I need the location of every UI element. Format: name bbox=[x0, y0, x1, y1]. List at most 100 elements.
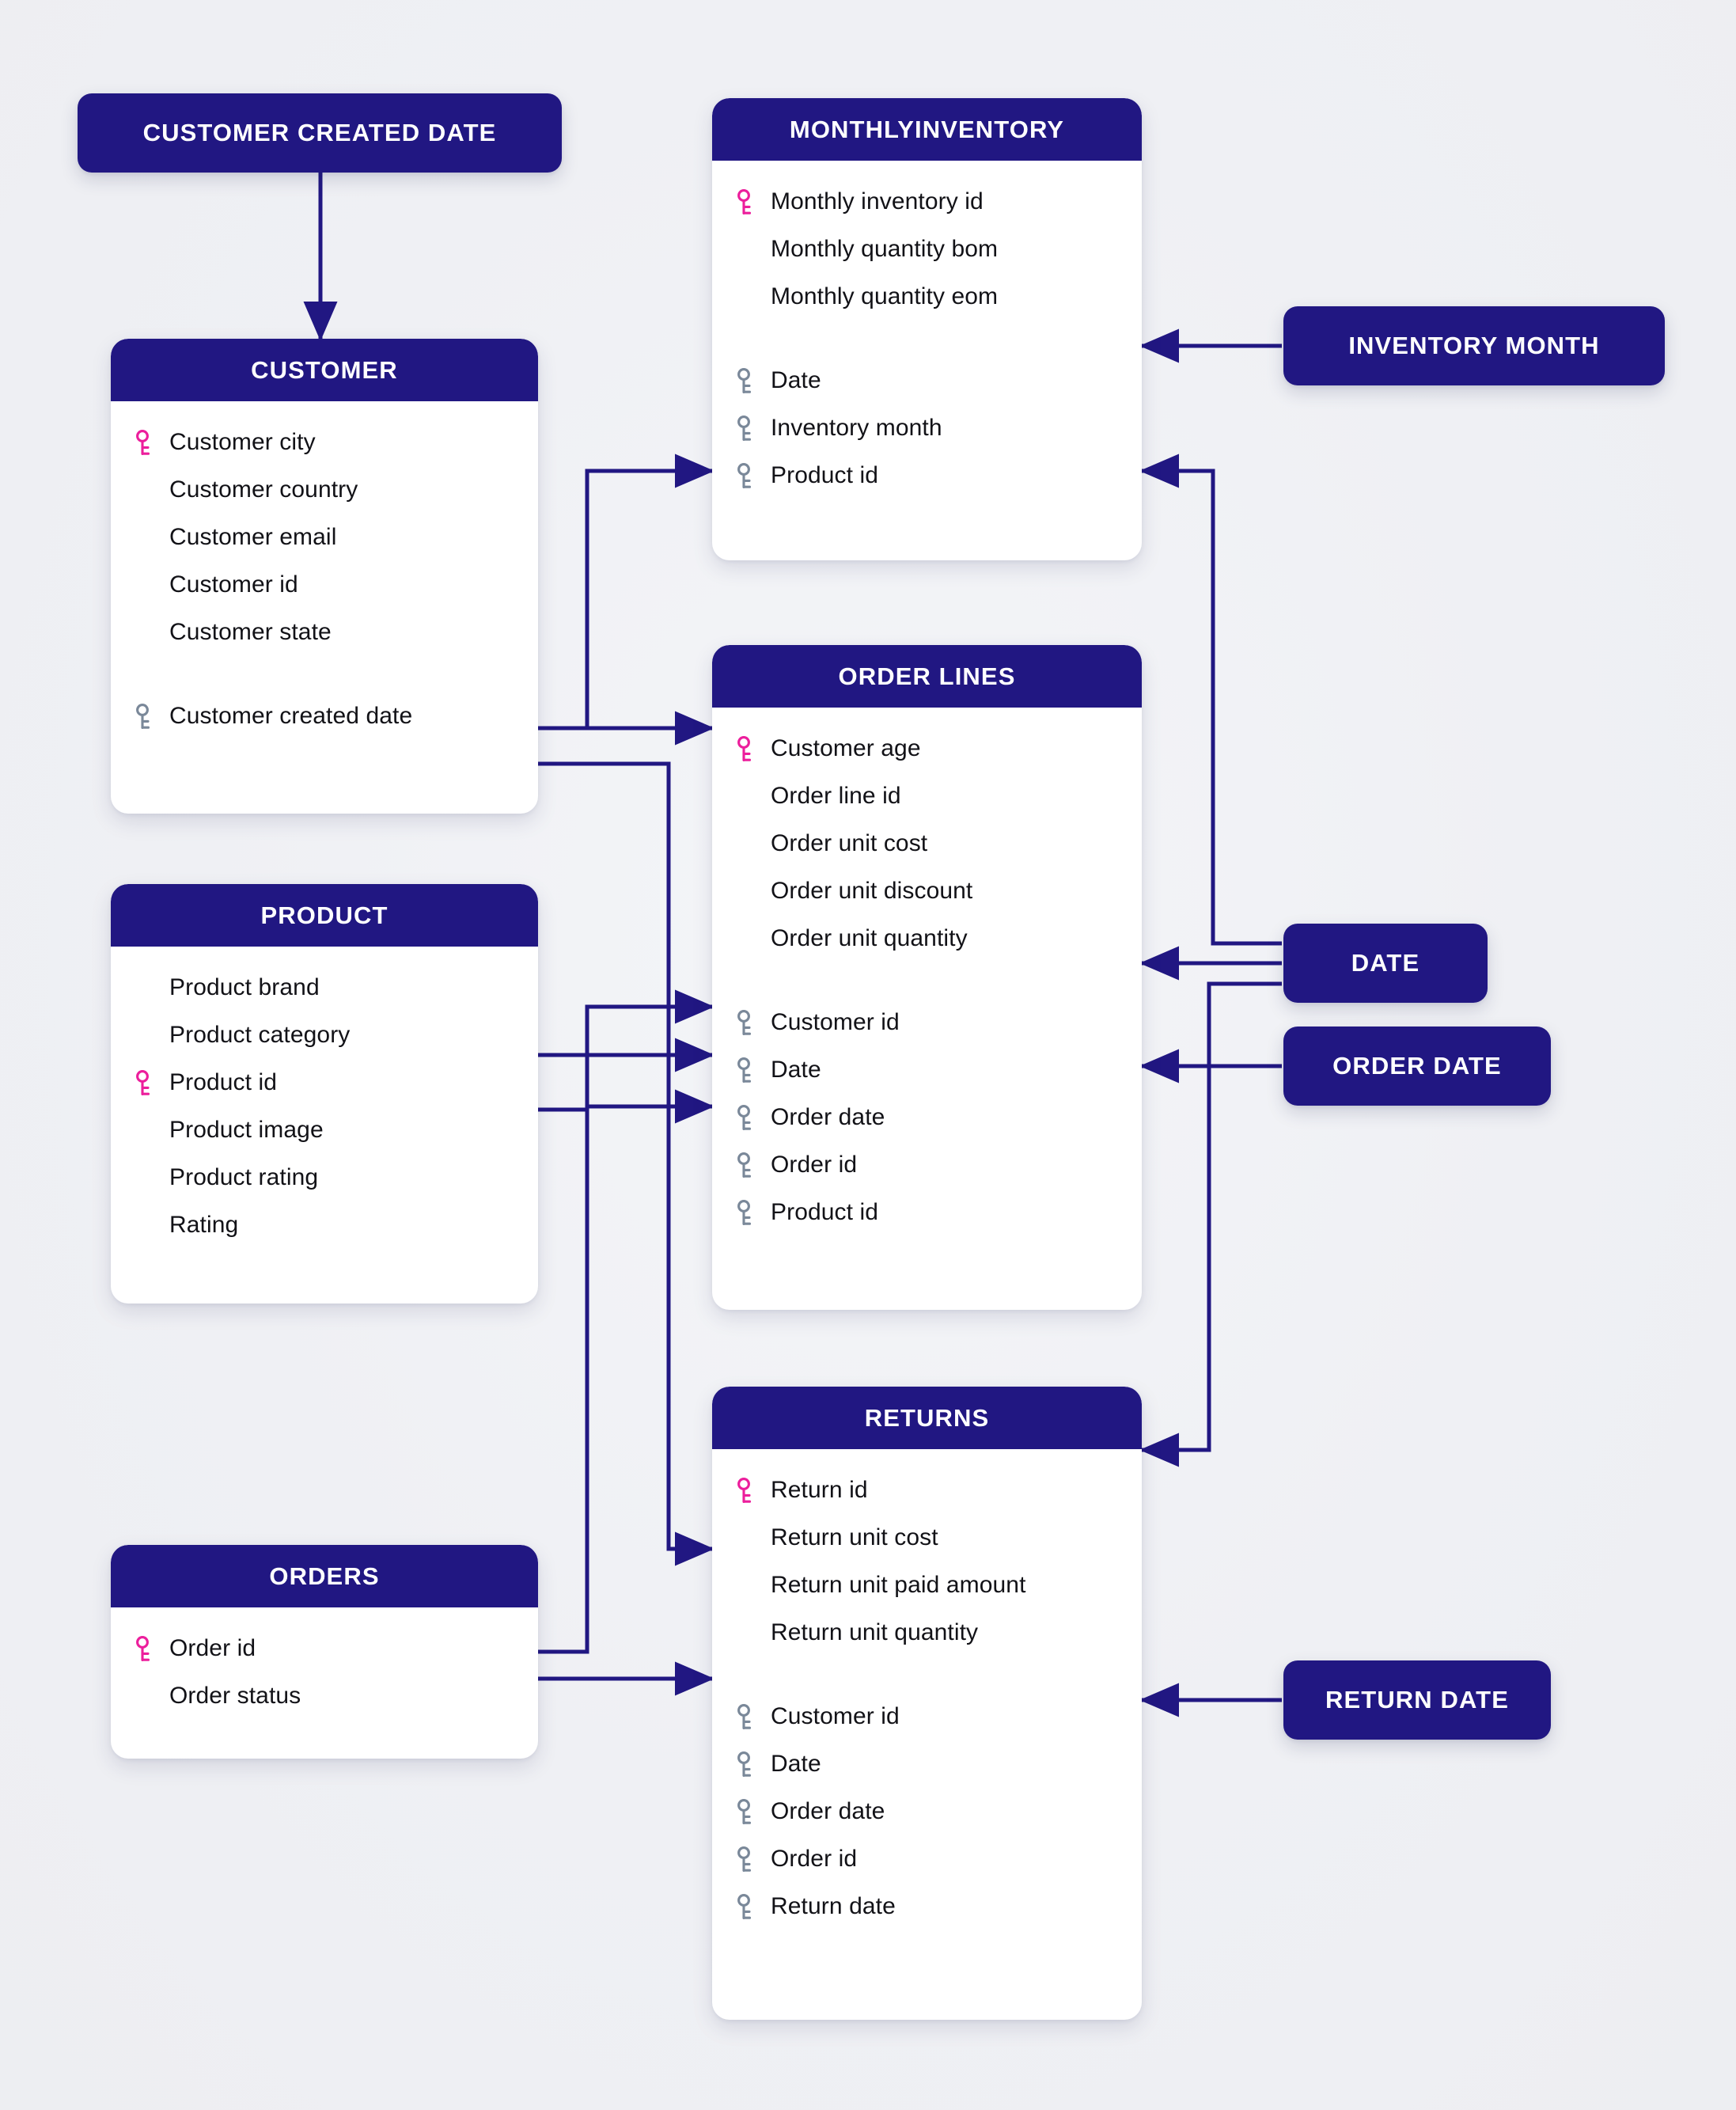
entity-field-row[interactable]: Date bbox=[712, 1740, 1142, 1788]
entity-field-row[interactable]: Customer age bbox=[712, 725, 1142, 772]
pill-inventory-month[interactable]: INVENTORY MONTH bbox=[1283, 306, 1665, 385]
pill-label: DATE bbox=[1351, 949, 1420, 977]
entity-field-label: Order unit cost bbox=[771, 830, 928, 856]
foreign-key-icon bbox=[734, 415, 771, 442]
field-group-separator bbox=[712, 962, 1142, 999]
entity-field-row[interactable]: Product id bbox=[712, 1189, 1142, 1236]
entity-field-row[interactable]: Return unit paid amount bbox=[712, 1562, 1142, 1609]
wire-product-orderlines-productid bbox=[538, 1089, 715, 1124]
foreign-key-icon bbox=[734, 1009, 771, 1036]
entity-field-row[interactable]: Order status bbox=[111, 1672, 538, 1720]
wire-orders-returns bbox=[538, 989, 715, 1654]
entity-field-row[interactable]: Customer state bbox=[111, 609, 538, 656]
entity-field-row[interactable]: Order date bbox=[712, 1094, 1142, 1141]
pill-customer-created-date[interactable]: CUSTOMER CREATED DATE bbox=[78, 93, 562, 173]
foreign-key-icon bbox=[734, 1751, 771, 1778]
entity-field-row[interactable]: Date bbox=[712, 357, 1142, 404]
entity-field-row[interactable]: Customer id bbox=[111, 561, 538, 609]
wire-date-returns bbox=[1139, 981, 1282, 1467]
entity-field-row[interactable]: Date bbox=[712, 1046, 1142, 1094]
wire-date-monthlyinventory bbox=[1139, 453, 1282, 946]
entity-field-row[interactable]: Order id bbox=[712, 1141, 1142, 1189]
entity-field-label: Order line id bbox=[771, 783, 901, 809]
entity-field-label: Product brand bbox=[169, 974, 320, 1000]
entity-field-label: Order status bbox=[169, 1683, 301, 1709]
entity-field-row[interactable]: Return date bbox=[712, 1883, 1142, 1930]
pill-label: ORDER DATE bbox=[1332, 1052, 1502, 1080]
entity-title: ORDER LINES bbox=[712, 645, 1142, 708]
entity-field-label: Customer city bbox=[169, 429, 316, 455]
entity-field-label: Return unit quantity bbox=[771, 1619, 979, 1645]
entity-field-row[interactable]: Monthly quantity bom bbox=[712, 226, 1142, 273]
entity-field-row[interactable]: Customer id bbox=[712, 999, 1142, 1046]
pill-return-date[interactable]: RETURN DATE bbox=[1283, 1660, 1551, 1740]
entity-field-row[interactable]: Order unit discount bbox=[712, 867, 1142, 915]
entity-field-row[interactable]: Customer created date bbox=[111, 693, 538, 740]
foreign-key-icon bbox=[734, 1104, 771, 1131]
entity-field-label: Order id bbox=[771, 1152, 858, 1178]
wire-customer-monthlyinventory bbox=[538, 453, 715, 731]
entity-field-label: Customer country bbox=[169, 476, 358, 503]
entity-field-row[interactable]: Customer country bbox=[111, 466, 538, 514]
entity-field-label: Product id bbox=[771, 1199, 879, 1225]
entity-field-label: Order date bbox=[771, 1104, 885, 1130]
entity-field-row[interactable]: Order id bbox=[712, 1835, 1142, 1883]
primary-key-icon bbox=[734, 1477, 771, 1504]
foreign-key-icon bbox=[734, 1199, 771, 1226]
entity-field-row[interactable]: Return id bbox=[712, 1467, 1142, 1514]
entity-field-row[interactable]: Order line id bbox=[712, 772, 1142, 820]
entity-field-row[interactable]: Customer email bbox=[111, 514, 538, 561]
entity-field-row[interactable]: Product brand bbox=[111, 964, 538, 1011]
entity-field-label: Return unit paid amount bbox=[771, 1572, 1026, 1598]
entity-field-label: Customer age bbox=[771, 735, 921, 761]
entity-field-row[interactable]: Product image bbox=[111, 1106, 538, 1154]
entity-field-row[interactable]: Order id bbox=[111, 1625, 538, 1672]
entity-field-row[interactable]: Inventory month bbox=[712, 404, 1142, 452]
entity-field-label: Inventory month bbox=[771, 415, 942, 441]
entity-field-row[interactable]: Return unit cost bbox=[712, 1514, 1142, 1562]
pill-label: CUSTOMER CREATED DATE bbox=[142, 119, 497, 146]
entity-field-row[interactable]: Customer id bbox=[712, 1693, 1142, 1740]
entity-fields: Order id Order status bbox=[111, 1607, 538, 1740]
entity-field-row[interactable]: Order date bbox=[712, 1788, 1142, 1835]
pill-order-date[interactable]: ORDER DATE bbox=[1283, 1027, 1551, 1106]
primary-key-icon bbox=[133, 429, 169, 456]
entity-field-label: Product rating bbox=[169, 1164, 319, 1190]
entity-field-row[interactable]: Customer city bbox=[111, 419, 538, 466]
pill-label: RETURN DATE bbox=[1325, 1686, 1509, 1713]
entity-field-label: Monthly inventory id bbox=[771, 188, 984, 214]
entity-title: MONTHLYINVENTORY bbox=[712, 98, 1142, 161]
entity-field-row[interactable]: Product rating bbox=[111, 1154, 538, 1201]
entity-field-row[interactable]: Rating bbox=[111, 1201, 538, 1249]
entity-field-label: Customer id bbox=[771, 1703, 900, 1729]
entity-field-row[interactable]: Order unit quantity bbox=[712, 915, 1142, 962]
entity-field-row[interactable]: Product category bbox=[111, 1011, 538, 1059]
foreign-key-icon bbox=[734, 1798, 771, 1825]
entity-fields: Monthly inventory id Monthly quantity bom… bbox=[712, 161, 1142, 520]
entity-field-row[interactable]: Return unit quantity bbox=[712, 1609, 1142, 1657]
foreign-key-icon bbox=[734, 1893, 771, 1920]
entity-field-label: Product category bbox=[169, 1022, 351, 1048]
entity-field-row[interactable]: Product id bbox=[712, 452, 1142, 499]
entity-field-label: Customer created date bbox=[169, 703, 413, 729]
entity-field-label: Order id bbox=[771, 1846, 858, 1872]
entity-field-label: Order id bbox=[169, 1635, 256, 1661]
pill-date[interactable]: DATE bbox=[1283, 924, 1488, 1003]
entity-field-row[interactable]: Product id bbox=[111, 1059, 538, 1106]
entity-field-label: Customer id bbox=[169, 571, 298, 598]
foreign-key-icon bbox=[734, 367, 771, 394]
entity-field-row[interactable]: Order unit cost bbox=[712, 820, 1142, 867]
entity-title: PRODUCT bbox=[111, 884, 538, 947]
entity-field-row[interactable]: Monthly quantity eom bbox=[712, 273, 1142, 321]
entity-field-label: Return unit cost bbox=[771, 1524, 938, 1550]
entity-field-label: Monthly quantity eom bbox=[771, 283, 999, 309]
entity-field-row[interactable]: Monthly inventory id bbox=[712, 178, 1142, 226]
entity-field-label: Order unit discount bbox=[771, 878, 973, 904]
